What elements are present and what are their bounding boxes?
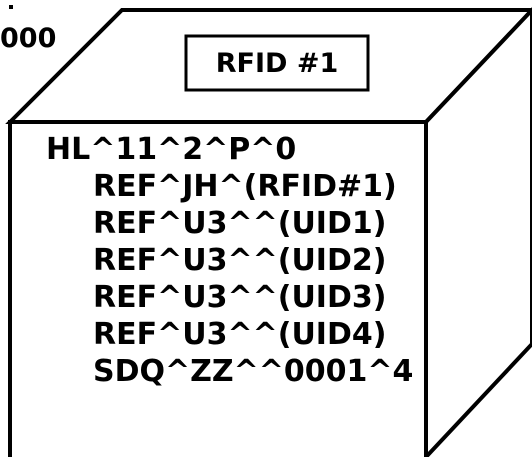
tag-label: RFID #1 <box>215 47 339 79</box>
segment-line: SDQ^ZZ^^0001^4 <box>93 354 414 389</box>
segment-line: REF^U3^^(UID4) <box>93 317 387 352</box>
corner-tick <box>9 5 13 9</box>
segment-line: REF^U3^^(UID3) <box>93 280 387 315</box>
segment-line: REF^U3^^(UID1) <box>93 206 387 241</box>
box-front-face <box>8 120 428 457</box>
header-line: HL^11^2^P^0 <box>46 132 297 167</box>
segment-line: REF^U3^^(UID2) <box>93 243 387 278</box>
segment-line: REF^JH^(RFID#1) <box>93 169 397 204</box>
corner-label: 000 <box>0 23 57 54</box>
tag-label-frame <box>184 34 370 92</box>
